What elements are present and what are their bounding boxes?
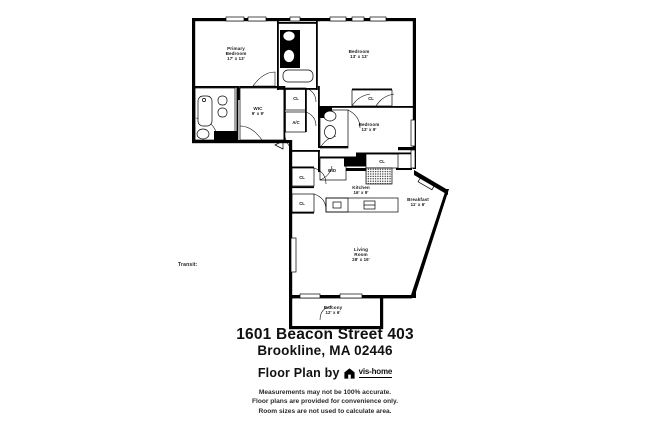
- svg-text:CL: CL: [293, 96, 299, 101]
- svg-text:11' x 6': 11' x 6': [411, 202, 426, 207]
- svg-text:Room: Room: [354, 252, 367, 257]
- house-icon: [344, 368, 355, 379]
- svg-text:12' x 6': 12' x 6': [325, 310, 340, 315]
- byline-prefix: Floor Plan by: [257, 365, 340, 380]
- svg-text:17' x 13': 17' x 13': [227, 56, 245, 61]
- svg-text:CL: CL: [299, 175, 305, 180]
- exterior-walls: [192, 18, 449, 330]
- svg-text:9' x 9': 9' x 9': [252, 111, 265, 116]
- address-line-2: Brookline, MA 02446: [257, 343, 393, 359]
- closet-labels: CL CL A/C CL CL W/D CL: [292, 96, 385, 206]
- svg-text:A/C: A/C: [292, 120, 299, 125]
- svg-text:Breakfast: Breakfast: [407, 197, 429, 202]
- svg-text:13' x 9': 13' x 9': [361, 127, 376, 132]
- transit-label: Transit:: [178, 262, 198, 268]
- svg-text:Bedroom: Bedroom: [349, 49, 370, 54]
- disclaimer: Measurements may not be 100% accurate. F…: [0, 388, 650, 417]
- svg-text:WIC: WIC: [253, 106, 263, 111]
- room-labels: Primary Bedroom 17' x 13' Bedroom 13' x …: [226, 46, 430, 315]
- address-line-1: 1601 Beacon Street 403: [236, 326, 414, 343]
- brand-name: vis-home: [358, 367, 393, 378]
- disclaimer-line-1: Measurements may not be 100% accurate.: [258, 388, 392, 396]
- svg-text:CL: CL: [368, 96, 374, 101]
- svg-text:Primary: Primary: [227, 46, 245, 51]
- byline: Floor Plan by vis-home: [0, 366, 650, 380]
- svg-text:CL: CL: [379, 159, 385, 164]
- svg-text:CL: CL: [299, 201, 305, 206]
- svg-text:28' x 16': 28' x 16': [352, 257, 370, 262]
- disclaimer-line-3: Room sizes are not used to calculate are…: [258, 407, 392, 415]
- svg-text:Bedroom: Bedroom: [226, 51, 247, 56]
- svg-text:Living: Living: [354, 247, 368, 252]
- svg-text:13' x 13': 13' x 13': [350, 54, 368, 59]
- windows: [225, 16, 435, 299]
- bath-fixtures: [196, 30, 337, 140]
- caption-block: 1601 Beacon Street 403 Brookline, MA 024…: [0, 326, 650, 417]
- svg-text:Balcony: Balcony: [324, 305, 343, 310]
- disclaimer-line-2: Floor plans are provided for convenience…: [251, 398, 399, 406]
- svg-text:W/D: W/D: [328, 168, 336, 173]
- svg-text:Bedroom: Bedroom: [359, 122, 380, 127]
- svg-text:Kitchen: Kitchen: [352, 185, 370, 190]
- svg-text:16' x 9': 16' x 9': [353, 190, 368, 195]
